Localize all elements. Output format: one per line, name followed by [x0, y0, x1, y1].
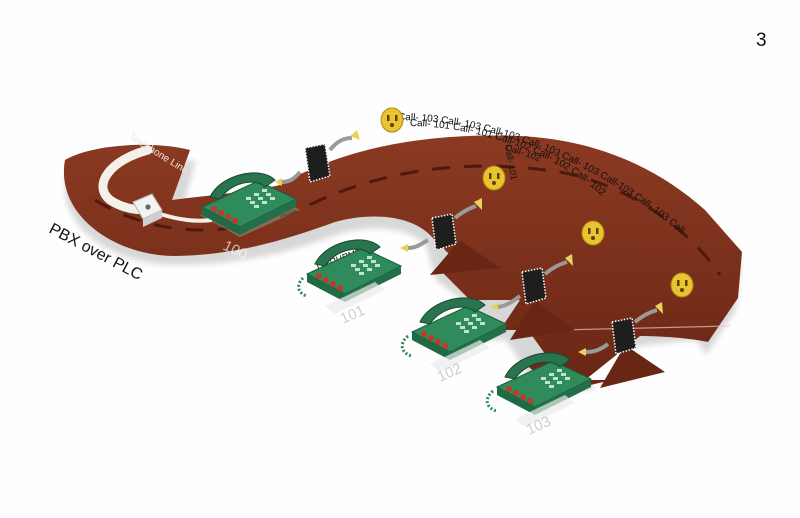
plc-adapter-103-icon — [578, 302, 663, 356]
outlet-101-icon — [482, 165, 506, 191]
power-line-dash — [94, 164, 722, 276]
telephone-101[interactable]: 101 — [297, 239, 403, 328]
branch-arrow-103 — [600, 345, 665, 388]
power-line-edge — [559, 325, 731, 331]
plc-adapter-101-icon — [400, 198, 482, 252]
telephone-line-cable-2 — [159, 212, 213, 223]
telephone-100[interactable]: 100 — [200, 172, 300, 264]
power-line-path — [63, 135, 742, 392]
outlet-103-icon — [670, 272, 694, 298]
outlet-top-icon — [380, 107, 404, 133]
plc-adapter-100-icon — [275, 130, 360, 186]
page-number: 3 — [756, 30, 767, 51]
plc-adapter-102-icon — [490, 254, 573, 311]
wall-jack — [132, 193, 163, 227]
branch-arrow-102 — [510, 300, 575, 340]
outlet-102-icon — [581, 220, 605, 246]
telephone-102[interactable]: 102 — [400, 297, 508, 386]
branch-arrow-101 — [430, 240, 500, 275]
